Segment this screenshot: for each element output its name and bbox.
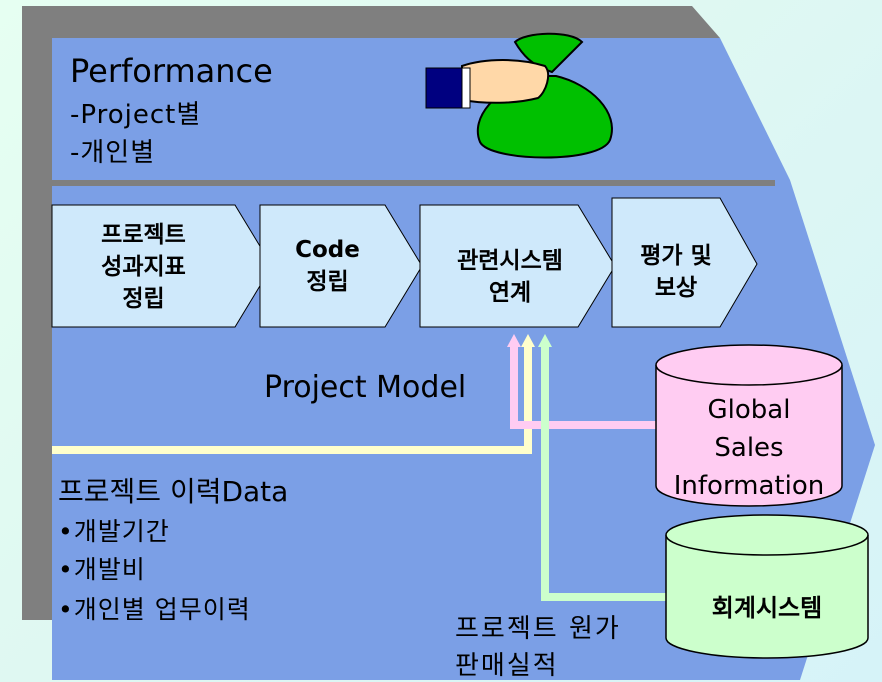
green-arrowhead [538,334,552,347]
cost-label: 프로젝트 원가 [455,614,621,644]
performance-item-individual: -개인별 [70,138,156,168]
global-sales-connector-line [510,345,660,429]
step-1-line-2: 성과지표 [101,254,186,280]
step-4-line-2: 보상 [654,275,698,301]
step-4-label: 평가 및 보상 [612,240,740,304]
sales-record-label: 판매실적 [455,651,559,681]
accounting-connector-line [541,345,668,601]
step-3-line-2: 연계 [488,280,532,306]
step-2-line-2: 정립 [306,269,349,295]
global-sales-line-1: Global [707,395,791,425]
history-connector-line [52,345,532,454]
step-2-line-1: Code [295,237,360,263]
step-3-chevron [419,204,616,328]
global-sales-label: Global Sales Information [656,391,842,505]
accounting-database [665,514,869,659]
step-4-chevron [611,197,758,328]
step-1-line-1: 프로젝트 [101,222,186,248]
step-1-label: 프로젝트 성과지표 정립 [52,219,235,315]
project-model-label: Project Model [264,370,467,405]
step-1-chevron [51,204,273,328]
step-3-label: 관련시스템 연계 [420,245,600,309]
global-sales-database [655,344,843,507]
global-sales-line-3: Information [673,471,825,501]
history-bullet-cost: •개발비 [58,555,146,584]
yellow-arrowhead [521,334,535,347]
history-bullet-period: •개발기간 [58,517,170,546]
global-sales-line-2: Sales [714,433,784,463]
step-2-chevron [259,204,423,328]
performance-title: Performance [70,52,273,90]
step-4-line-1: 평가 및 [640,243,712,269]
performance-item-project: -Project별 [70,100,202,130]
step-1-line-3: 정립 [122,286,165,312]
history-title: 프로젝트 이력Data [58,475,289,508]
step-3-line-1: 관련시스템 [457,248,563,274]
step-2-label: Code 정립 [260,234,395,298]
pink-arrowhead [507,334,521,347]
accounting-label: 회계시스템 [711,594,823,622]
history-bullet-work: •개인별 업무이력 [58,595,251,624]
money-bag-hand-icon [425,32,613,159]
